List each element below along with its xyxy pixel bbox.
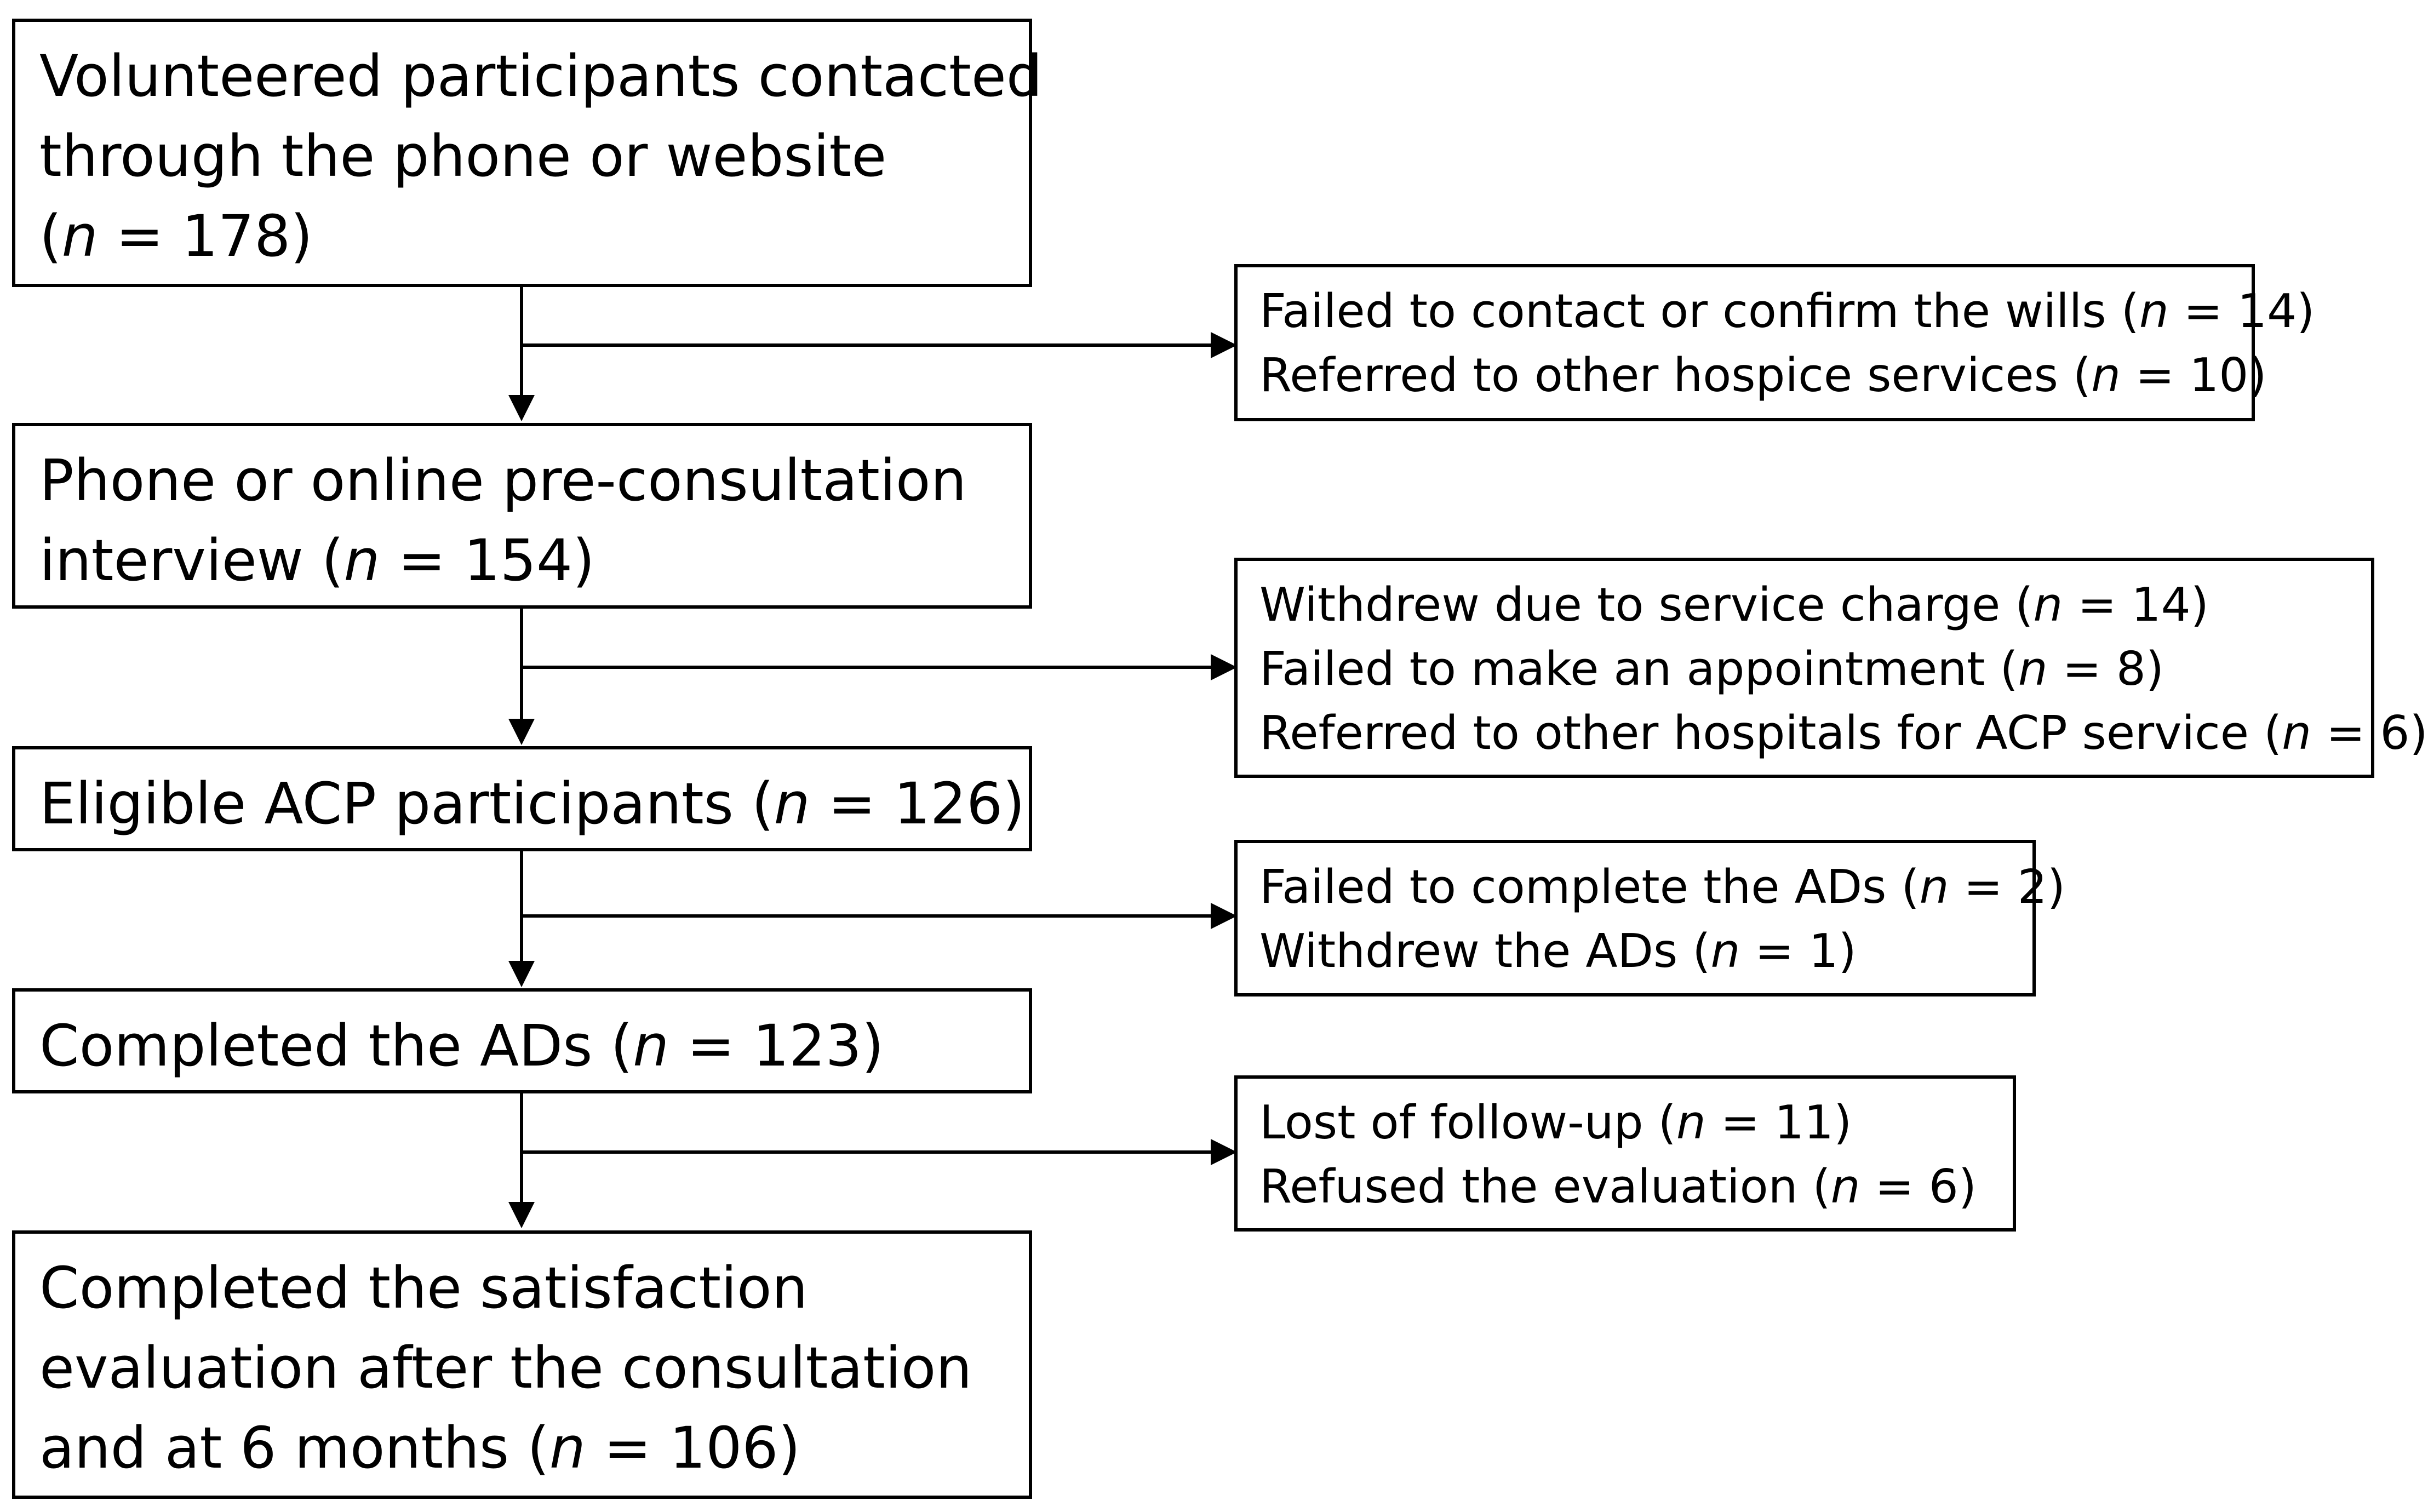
step-volunteered-participants: Volunteered participants contacted throu… [12,19,1043,287]
step-text-line: Phone or online pre-consultation [39,447,967,514]
step-completed-ads: Completed the ADs (n = 123) [12,988,1032,1093]
step-count-line: and at 6 months (n = 106) [39,1414,801,1481]
step-pre-consultation-interview: Phone or online pre-consultation intervi… [12,423,1032,609]
exclusion-item: Referred to other hospitals for ACP serv… [1259,706,2428,760]
exclusion-item: Withdrew the ADs (n = 1) [1259,924,1857,978]
step-text-line: Volunteered participants contacted [39,43,1043,110]
step-completed-satisfaction-evaluation: Completed the satisfaction evaluation af… [12,1230,1032,1499]
exclusion-item: Failed to contact or confirm the wills (… [1259,284,2315,339]
exclusion-item: Failed to make an appointment (n = 8) [1259,642,2164,696]
step-count-line: Eligible ACP participants (n = 126) [39,770,1025,837]
exclusion-item: Referred to other hospice services (n = … [1259,348,2267,403]
exclusion-box-follow-up: Lost of follow-up (n = 11) Refused the e… [1234,1075,2016,1232]
step-eligible-acp-participants: Eligible ACP participants (n = 126) [12,746,1032,851]
exclusion-item: Refused the evaluation (n = 6) [1259,1160,1977,1214]
step-text-line: Completed the satisfaction [39,1255,808,1321]
exclusion-box-withdrew: Withdrew due to service charge (n = 14) … [1234,558,2428,778]
exclusion-box-ads: Failed to complete the ADs (n = 2) Withd… [1234,840,2066,996]
step-count-line: interview (n = 154) [39,527,595,594]
step-count-line: (n = 178) [39,203,313,270]
exclusion-item: Failed to complete the ADs (n = 2) [1259,860,2066,914]
exclusion-item: Lost of follow-up (n = 11) [1259,1096,1852,1150]
step-count-line: Completed the ADs (n = 123) [39,1012,884,1079]
exclusion-box-contact: Failed to contact or confirm the wills (… [1234,264,2315,421]
exclusion-item: Withdrew due to service charge (n = 14) [1259,578,2209,632]
step-text-line: through the phone or website [39,123,887,190]
step-text-line: evaluation after the consultation [39,1335,972,1401]
